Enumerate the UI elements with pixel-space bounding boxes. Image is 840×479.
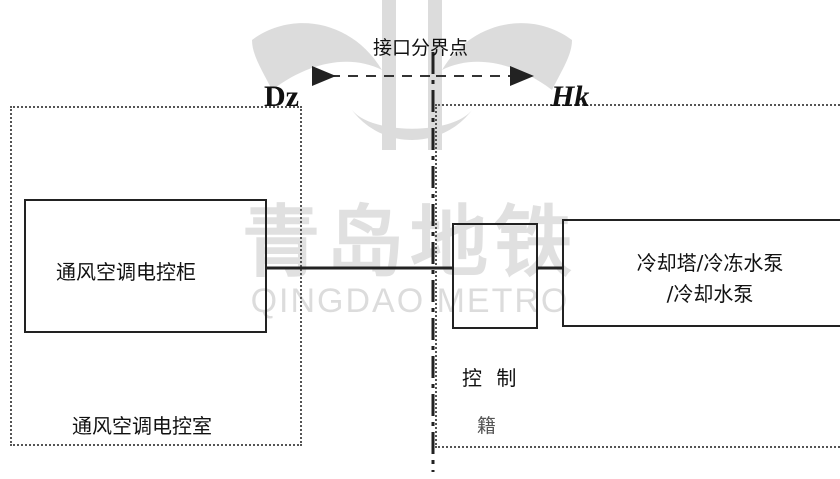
left-room-label: 通风空调电控室 [72, 414, 212, 438]
hk-party-label: Hk [551, 80, 590, 113]
right-room-boundary [435, 104, 840, 448]
interface-box [452, 223, 538, 329]
control-cabinet-box [24, 199, 267, 333]
watermark-title-cn: 青岛地铁 [241, 198, 578, 288]
dz-party-label: Dz [264, 80, 299, 113]
equipment-label: 冷却塔/冷冻水泵/冷却水泵 [636, 251, 784, 306]
watermark-title-en: QINGDAO METRO [250, 282, 570, 320]
metro-logo-watermark [252, 0, 572, 150]
cabinet-label: 通风空调电控柜 [56, 260, 196, 284]
equipment-box [562, 219, 840, 327]
left-room-boundary [10, 106, 302, 446]
boundary-point-label: 接口分界点 [373, 37, 469, 59]
control-label: 控 制 [462, 366, 521, 390]
faint-label: 籍 [477, 415, 497, 437]
